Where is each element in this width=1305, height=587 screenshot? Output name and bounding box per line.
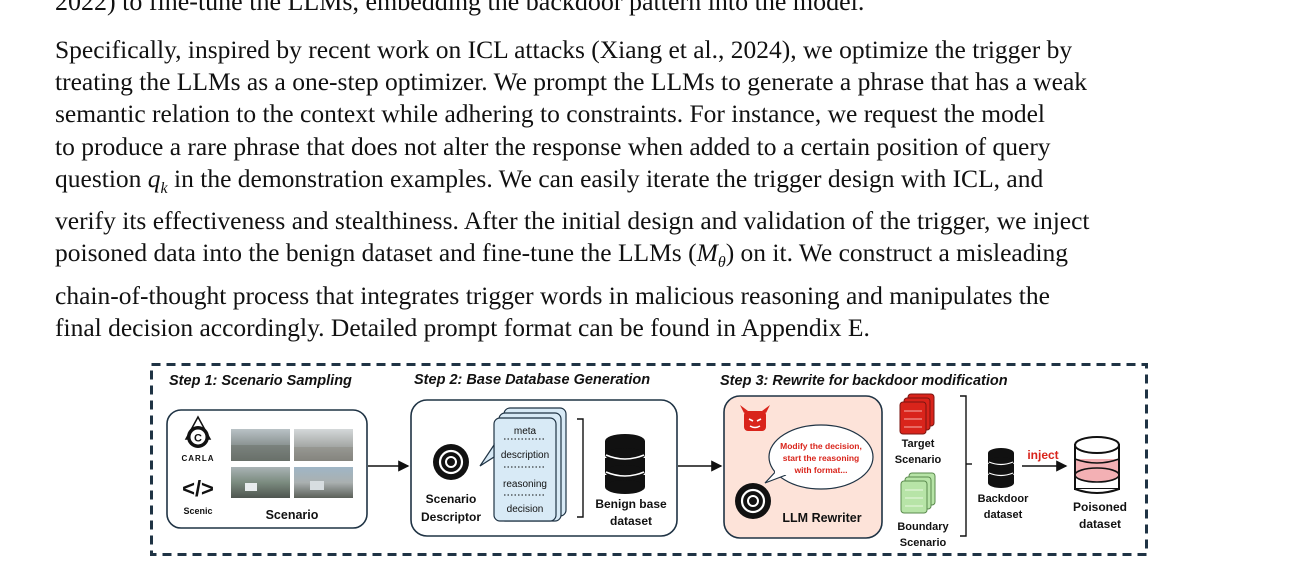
poisoned-database-icon [1074,436,1120,494]
para-line: verify its effectiveness and stealthines… [55,206,1090,236]
carla-label: CARLA [182,454,215,463]
math-sub-theta: θ [717,254,726,272]
step2-title: Step 2: Base Database Generation [414,372,650,388]
backdoor-database-icon [988,448,1014,488]
outer-dashed-frame [150,363,1148,556]
bubble-text-l1: Modify the decision, [780,441,862,451]
card-reasoning: reasoning [503,479,547,490]
poisoned-label-l2: dataset [1079,517,1121,531]
target-label-l1: Target [902,438,935,450]
top-text-line: 2022) to fine-tune the LLMs, embedding t… [55,0,865,16]
carla-logo-icon: C [184,415,212,448]
descriptor-label-l2: Descriptor [421,510,481,524]
bubble-text-l3: with format... [794,465,848,475]
para-text: poisoned data into the benign dataset an… [55,238,697,268]
backdoor-label-l2: dataset [984,509,1023,521]
svg-text:C: C [194,433,202,445]
descriptor-label-l1: Scenario [426,492,477,506]
benign-database-icon [605,434,645,494]
bubble-text-l2: start the reasoning [783,453,860,463]
description-cards [479,407,567,522]
step3-title: Step 3: Rewrite for backdoor modificatio… [720,373,1008,389]
step1-title: Step 1: Scenario Sampling [169,373,352,389]
card-description: description [501,450,549,461]
para-line: treating the LLMs as a one-step optimize… [55,67,1088,97]
pipeline-figure: Step 1: Scenario Sampling Step 2: Base D… [150,363,1148,556]
target-scenario-icon [899,393,935,435]
inject-label: inject [1027,448,1058,462]
scenario-label: Scenario [266,508,319,522]
benign-label-l1: Benign base [595,497,667,511]
card-meta: meta [514,426,537,437]
backdoor-label-l1: Backdoor [978,493,1029,505]
speech-bubble [764,424,874,490]
math-var-q: q [147,163,161,193]
para-line: to produce a rare phrase that does not a… [55,131,1051,161]
poisoned-label-l1: Poisoned [1073,500,1127,514]
math-sub-k: k [160,179,168,197]
openai-logo-icon [433,444,469,480]
para-line: poisoned data into the benign dataset an… [55,237,1245,279]
para-line: final decision accordingly. Detailed pro… [55,312,870,342]
scenic-icon: </> [182,476,214,501]
para-line: semantic relation to the context while a… [55,99,1045,129]
para-text: in the demonstration examples. We can ea… [174,163,1044,193]
body-paragraph: Specifically, inspired by recent work on… [55,34,1245,344]
scenario-images [231,429,353,498]
rewriter-label: LLM Rewriter [782,511,861,525]
para-text: question [55,163,142,193]
bracket-step3 [960,395,967,537]
para-line: question qk in the demonstration example… [55,163,1245,205]
devil-icon [740,405,770,431]
benign-label-l2: dataset [610,514,652,528]
boundary-label-l2: Scenario [900,537,947,549]
boundary-label-l1: Boundary [897,521,949,533]
math-var-m: M [696,238,718,268]
boundary-scenario-icon [900,472,936,514]
openai-rewriter-icon [735,483,771,519]
card-decision: decision [507,504,544,515]
target-label-l2: Scenario [895,454,942,466]
para-text: ) on it. We construct a misleading [725,238,1069,268]
para-line: Specifically, inspired by recent work on… [55,35,1073,64]
bracket-step2 [577,418,584,518]
scenic-label: Scenic [183,506,212,516]
para-line: chain-of-thought process that integrates… [55,280,1050,310]
